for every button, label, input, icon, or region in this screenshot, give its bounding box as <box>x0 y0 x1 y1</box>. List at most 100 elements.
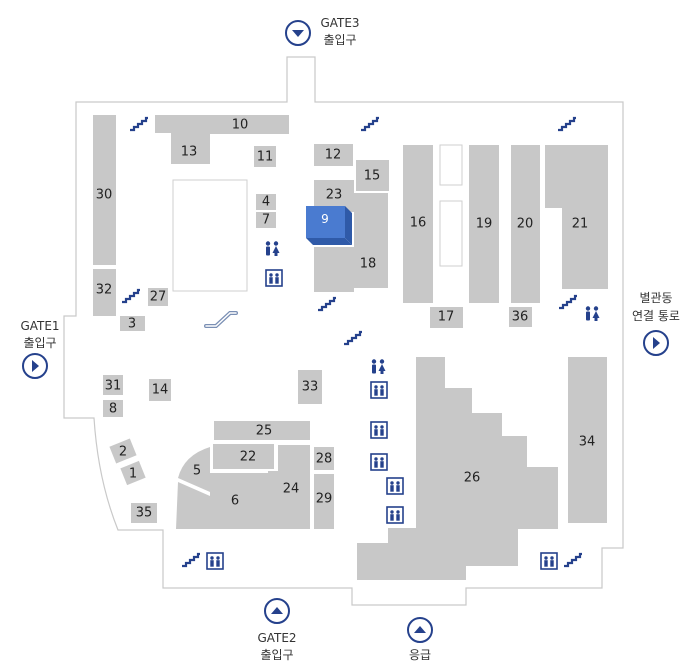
room-4[interactable] <box>256 194 276 210</box>
stairs-icon <box>562 552 584 568</box>
gate3-title: GATE3 <box>320 16 359 30</box>
void-upper <box>439 144 463 186</box>
room-label: 27 <box>150 290 167 305</box>
room-label: 31 <box>105 379 122 394</box>
room-13-upper <box>155 115 189 133</box>
room-30[interactable] <box>93 115 116 265</box>
room-9[interactable] <box>306 206 345 238</box>
room-25[interactable] <box>214 421 310 440</box>
room-22[interactable] <box>213 444 274 469</box>
room-label: 15 <box>364 169 381 184</box>
room-label: 1 <box>129 467 137 482</box>
room-29[interactable] <box>314 474 334 529</box>
room-31[interactable] <box>103 375 123 395</box>
restroom-icon <box>371 359 386 374</box>
room-36[interactable] <box>509 307 532 327</box>
room-14[interactable] <box>149 379 171 401</box>
gate1-entrance[interactable]: GATE1 출입구 <box>20 319 60 379</box>
escalator-icon <box>204 311 238 328</box>
restroom-icon <box>585 306 600 321</box>
room-8[interactable] <box>103 400 123 417</box>
stairs-icon <box>316 296 338 312</box>
room-33[interactable] <box>298 370 322 404</box>
room-28[interactable] <box>314 447 334 470</box>
room-label: 7 <box>262 213 270 228</box>
room-6[interactable] <box>176 473 274 529</box>
room-35[interactable] <box>131 503 157 523</box>
room-label: 36 <box>512 310 529 325</box>
stairs-icon <box>180 552 202 568</box>
emergency-entrance[interactable]: 응급 <box>407 617 433 662</box>
stairs-icon <box>557 294 579 310</box>
stairs-icon <box>120 288 142 304</box>
room-27[interactable] <box>148 288 168 306</box>
room-label: 16 <box>410 216 427 231</box>
room-label: 17 <box>438 310 455 325</box>
room-34[interactable] <box>568 357 607 523</box>
gate2-sub: 출입구 <box>260 648 293 662</box>
room-label: 35 <box>136 506 153 521</box>
gate1-sub: 출입구 <box>23 336 56 350</box>
room-label: 22 <box>240 450 257 465</box>
room-label: 11 <box>257 150 274 165</box>
elevator-icon <box>540 552 558 570</box>
room-label: 19 <box>476 217 493 232</box>
room-label: 32 <box>96 283 113 298</box>
gate3-entrance[interactable]: GATE3 출입구 <box>285 16 360 47</box>
void-lower <box>439 200 463 267</box>
room-10[interactable] <box>189 115 289 134</box>
room-16[interactable] <box>403 145 433 303</box>
room-20[interactable] <box>511 145 540 303</box>
elevator-icon <box>265 269 283 287</box>
elevator-icon <box>386 506 404 524</box>
room-label: 34 <box>579 435 596 450</box>
room-2[interactable] <box>109 438 137 464</box>
room-7[interactable] <box>256 212 276 228</box>
room-11[interactable] <box>254 146 276 167</box>
restroom-icon <box>265 241 280 256</box>
room-label: 29 <box>316 492 333 507</box>
room-label: 28 <box>316 452 333 467</box>
room-label: 33 <box>302 380 319 395</box>
annex-line1: 별관동 <box>639 291 672 305</box>
room-label: 4 <box>262 195 270 210</box>
room-label: 13 <box>181 145 198 160</box>
room-24[interactable] <box>268 445 310 529</box>
gate3-sub: 출입구 <box>323 33 356 47</box>
room-1[interactable] <box>120 460 146 486</box>
room-label: 21 <box>572 217 589 232</box>
room-21[interactable] <box>545 145 608 289</box>
elevator-icon <box>370 453 388 471</box>
room-label: 6 <box>231 494 239 509</box>
elevator-icon <box>206 552 224 570</box>
room-label: 26 <box>464 471 481 486</box>
room-label: 14 <box>152 383 169 398</box>
stairs-icon <box>359 116 381 132</box>
room-19[interactable] <box>469 145 499 303</box>
room-label-9: 9 <box>321 212 329 226</box>
room-13[interactable] <box>171 133 210 164</box>
room-15[interactable] <box>356 160 389 191</box>
emergency-title: 응급 <box>409 648 431 662</box>
elevator-icon <box>370 421 388 439</box>
room-label: 23 <box>326 188 343 203</box>
room-label: 5 <box>193 464 201 479</box>
annex-connection[interactable]: 별관동 연결 통로 <box>632 291 680 356</box>
room-26[interactable] <box>357 357 558 580</box>
room-32[interactable] <box>93 269 116 316</box>
room-12[interactable] <box>314 144 353 166</box>
gate2-entrance[interactable]: GATE2 출입구 <box>257 598 297 662</box>
gate2-title: GATE2 <box>257 631 296 645</box>
room-5[interactable] <box>178 447 210 492</box>
room-label: 20 <box>517 217 534 232</box>
stairs-icon <box>556 116 578 132</box>
stairs-icon <box>342 330 364 346</box>
room-9-bottom <box>306 238 352 245</box>
room-label: 18 <box>360 257 377 272</box>
elevator-icon <box>370 381 388 399</box>
room-label: 3 <box>128 317 136 332</box>
room-17[interactable] <box>430 307 463 328</box>
room-3[interactable] <box>120 316 145 331</box>
room-18[interactable] <box>314 193 388 292</box>
